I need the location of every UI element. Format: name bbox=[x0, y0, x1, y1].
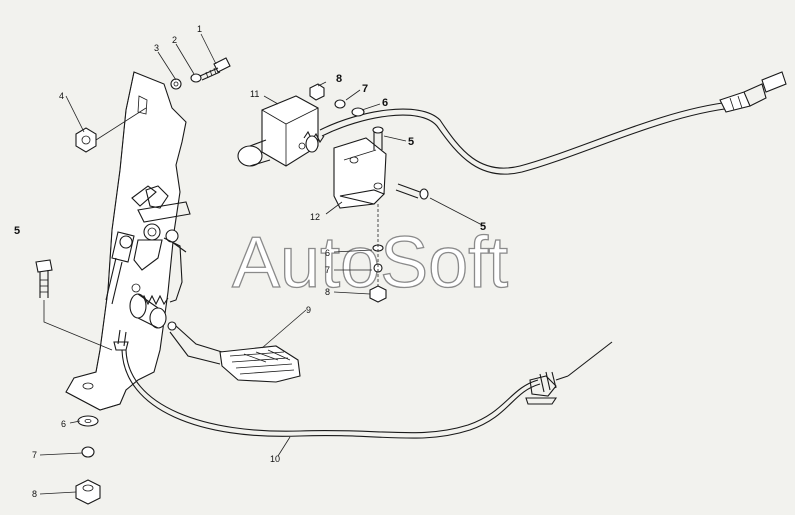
bracket-bolt-top bbox=[372, 126, 384, 150]
watermark-text: AutoSoft bbox=[232, 223, 508, 303]
switch-bracket bbox=[333, 137, 387, 209]
callout-3: 3 bbox=[154, 43, 159, 53]
callout-labels: 1 2 3 4 5 6 7 8 11 8 7 6 5 5 12 6 7 8 9 … bbox=[14, 24, 486, 499]
callout-8-mid: 8 bbox=[325, 287, 330, 297]
stop-switch-body bbox=[237, 95, 325, 167]
callout-1: 1 bbox=[197, 24, 202, 34]
callout-7-bottom: 7 bbox=[32, 450, 37, 460]
callout-12: 12 bbox=[310, 212, 320, 222]
callout-6-bottom: 6 bbox=[61, 419, 66, 429]
callout-7-top: 7 bbox=[362, 83, 368, 95]
switch-hardware-stack bbox=[309, 83, 365, 117]
bottom-hardware-stack bbox=[75, 415, 101, 505]
callout-8-bottom: 8 bbox=[32, 489, 37, 499]
left-bolt-5 bbox=[35, 259, 53, 298]
callout-10: 10 bbox=[270, 454, 280, 464]
callout-5-left: 5 bbox=[14, 225, 20, 237]
callout-9: 9 bbox=[306, 305, 311, 315]
callout-2: 2 bbox=[172, 35, 177, 45]
lower-throttle-cable bbox=[121, 341, 613, 439]
top-bolt-stack bbox=[170, 57, 231, 90]
callout-7-mid: 7 bbox=[325, 265, 330, 275]
callout-11: 11 bbox=[250, 89, 259, 99]
callout-4: 4 bbox=[59, 91, 64, 101]
callout-5-bolt-top: 5 bbox=[408, 136, 414, 148]
pedal-lever-linkage bbox=[105, 185, 223, 365]
foot-pedal-pad bbox=[219, 345, 301, 383]
callout-6-mid: 6 bbox=[325, 248, 330, 258]
leader-lines bbox=[39, 33, 485, 495]
bracket-bolt-right bbox=[395, 183, 429, 200]
callout-5-bolt-right: 5 bbox=[480, 221, 486, 233]
callout-6-top: 6 bbox=[382, 97, 388, 109]
nut-4 bbox=[75, 127, 97, 153]
callout-8-top: 8 bbox=[336, 73, 342, 85]
upper-throttle-cable bbox=[319, 71, 787, 175]
bracket-hardware-stack bbox=[369, 204, 387, 303]
